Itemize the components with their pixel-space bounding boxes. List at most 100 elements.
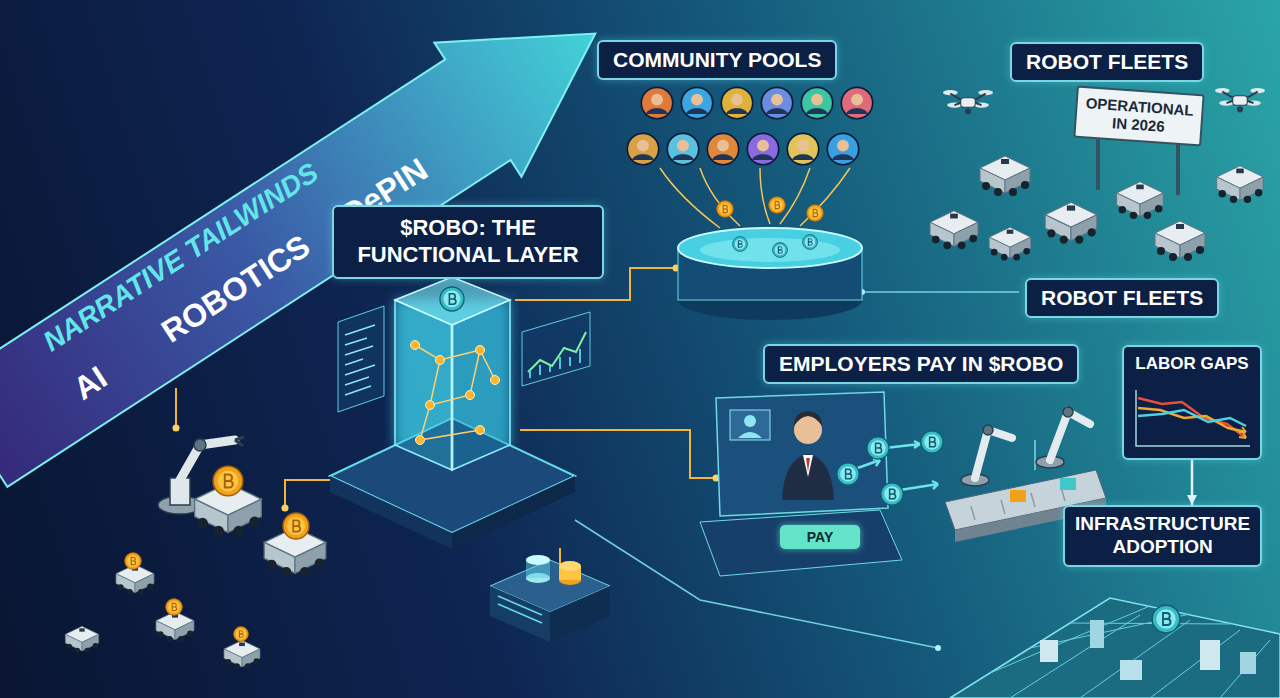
conveyor xyxy=(1060,478,1076,490)
wire-dot xyxy=(282,505,289,512)
avatar xyxy=(787,133,818,164)
chart-panel xyxy=(528,332,586,372)
avatar xyxy=(841,87,872,118)
chart-line xyxy=(1138,398,1246,438)
employer-panel xyxy=(730,410,770,440)
employer-panel xyxy=(700,510,902,576)
data-wire xyxy=(1034,440,1036,470)
decline-chart xyxy=(1132,388,1252,450)
robot-arm xyxy=(961,407,1090,486)
tower-glow xyxy=(395,300,510,470)
server-box xyxy=(490,586,550,642)
node-label: OPERATIONAL IN 2026 xyxy=(1082,94,1196,138)
employer-figure xyxy=(806,458,810,472)
avatar xyxy=(747,133,778,164)
label-box: INFRASTRUCTURE ADOPTION xyxy=(1063,505,1262,567)
label-box: EMPLOYERS PAY IN $ROBO xyxy=(763,344,1079,384)
node-label: PAY xyxy=(784,530,856,544)
community-pool xyxy=(678,228,862,268)
robot-cart xyxy=(1045,202,1097,243)
employer-panel xyxy=(716,392,888,516)
city-grid xyxy=(1120,660,1142,680)
network-node xyxy=(436,356,445,365)
robot-cart xyxy=(980,156,1030,196)
city-grid xyxy=(1200,640,1220,670)
avatar xyxy=(681,87,712,118)
employer-figure xyxy=(803,455,813,477)
coin-icon xyxy=(213,466,243,496)
node-label: ROBOT FLEETS xyxy=(1026,49,1188,75)
network-node xyxy=(411,341,500,445)
coin-icon xyxy=(234,627,249,642)
label-box: ROBOT FLEETS xyxy=(1010,42,1204,82)
avatar xyxy=(627,87,872,164)
coin-icon xyxy=(773,243,788,258)
payment-arrow xyxy=(885,441,920,448)
circuit-wire xyxy=(175,388,177,428)
employer-figure xyxy=(782,411,834,500)
coin-icon xyxy=(717,197,824,258)
chart-line xyxy=(1138,410,1246,426)
sign-post xyxy=(1176,140,1180,195)
network-graph xyxy=(415,345,495,440)
payment-arrow xyxy=(900,481,938,490)
chart-panel xyxy=(522,312,590,386)
robot-arm xyxy=(983,425,993,435)
coin-icon xyxy=(283,513,309,539)
coin-icon xyxy=(717,201,734,218)
drone xyxy=(943,90,993,114)
coin-icon xyxy=(921,431,943,453)
token-tower xyxy=(395,277,510,325)
city-grid xyxy=(1240,652,1256,674)
token-tower xyxy=(452,476,575,549)
robot-cart xyxy=(1117,182,1164,219)
coin-icon xyxy=(166,599,183,616)
employer-figure xyxy=(794,411,822,426)
robot-cart xyxy=(930,156,1263,261)
coin-icon xyxy=(881,483,903,505)
robot-arm xyxy=(235,437,244,446)
label-box: ROBOT FLEETS xyxy=(1025,278,1219,318)
employer-panel xyxy=(744,415,756,427)
label-box: COMMUNITY POOLS xyxy=(597,40,837,80)
conveyor xyxy=(1010,490,1026,502)
token-tower xyxy=(330,476,452,549)
chart-panel xyxy=(522,312,590,386)
community-pool xyxy=(678,228,862,320)
conveyor xyxy=(971,487,1065,520)
employer-panel xyxy=(738,432,762,438)
chart-line xyxy=(1138,408,1246,432)
coin-icon xyxy=(803,235,818,250)
robot-arm xyxy=(1050,412,1090,460)
robot-cart xyxy=(1217,166,1264,203)
coin-icon xyxy=(733,237,748,252)
label-box: $ROBO: THE FUNCTIONAL LAYER xyxy=(332,205,604,279)
network-node xyxy=(416,436,425,445)
city-grid xyxy=(950,598,1280,698)
circuit-wire xyxy=(285,480,335,508)
coin-icon xyxy=(1152,605,1180,633)
circuit-wire xyxy=(559,548,561,566)
city-grid xyxy=(990,606,1270,698)
avatar xyxy=(761,87,792,118)
code-panel xyxy=(338,306,384,412)
tower-coin xyxy=(440,287,464,311)
employer-panel xyxy=(700,392,902,576)
network-node xyxy=(491,376,500,385)
token-tower xyxy=(395,300,452,470)
avatar xyxy=(667,133,698,164)
robot-cart xyxy=(989,227,1031,260)
server-box xyxy=(559,561,581,571)
avatar xyxy=(627,133,658,164)
community-pool xyxy=(700,238,840,262)
server-box xyxy=(498,596,542,623)
coin-icon xyxy=(807,205,824,222)
robot-arm xyxy=(1063,407,1073,417)
network-node xyxy=(476,426,485,435)
chart-panel xyxy=(530,349,580,378)
coin-icon xyxy=(769,197,786,214)
robot-arm xyxy=(194,439,206,451)
robot-cart xyxy=(65,626,98,653)
node-label: EMPLOYERS PAY IN $ROBO xyxy=(779,351,1063,377)
pay-button: PAY xyxy=(780,525,860,549)
